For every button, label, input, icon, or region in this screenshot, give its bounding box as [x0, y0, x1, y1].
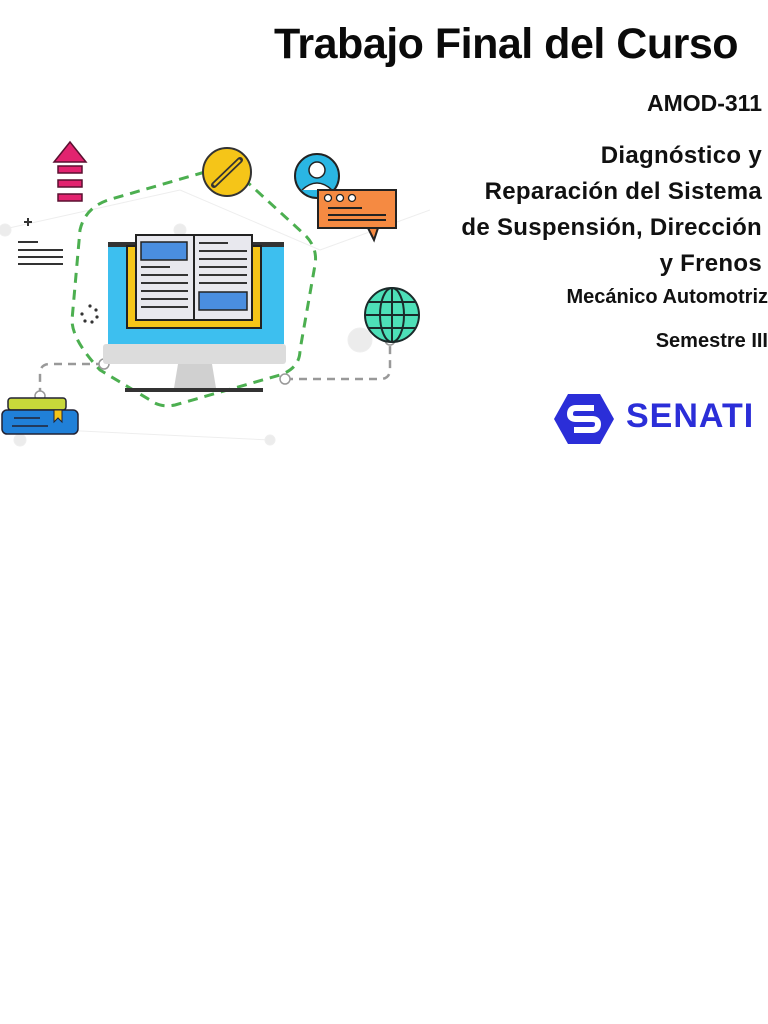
course-code: AMOD-311	[646, 90, 762, 116]
senati-hexagon-icon	[554, 394, 614, 444]
dashed-frame	[70, 170, 317, 408]
monitor-book-icon	[103, 234, 286, 392]
course-name-line: de Suspensión, Dirección	[461, 214, 762, 241]
course-name: Diagnóstico y Reparación del Sistema de …	[461, 138, 762, 282]
user-icon	[294, 153, 340, 199]
network-background	[0, 189, 430, 447]
semester-label: Semestre III	[655, 330, 768, 352]
chat-bubble-icon	[317, 189, 397, 243]
notes-icon	[18, 218, 63, 265]
pencil-icon	[202, 147, 252, 197]
course-name-line: Diagnóstico y	[600, 142, 762, 169]
career-name: Mecánico Automotriz	[566, 286, 768, 308]
education-illustration	[0, 140, 430, 447]
globe-icon	[364, 287, 420, 343]
document-title: Trabajo Final del Curso	[274, 20, 738, 68]
books-icon	[1, 397, 79, 435]
senati-logo: SENATI	[552, 392, 762, 446]
course-name-line: y Frenos	[659, 250, 762, 277]
upload-arrow-icon	[52, 140, 88, 202]
course-name-line: Reparación del Sistema	[484, 178, 762, 205]
dotted-circle-icon	[80, 304, 99, 324]
senati-wordmark: SENATI	[626, 397, 755, 435]
